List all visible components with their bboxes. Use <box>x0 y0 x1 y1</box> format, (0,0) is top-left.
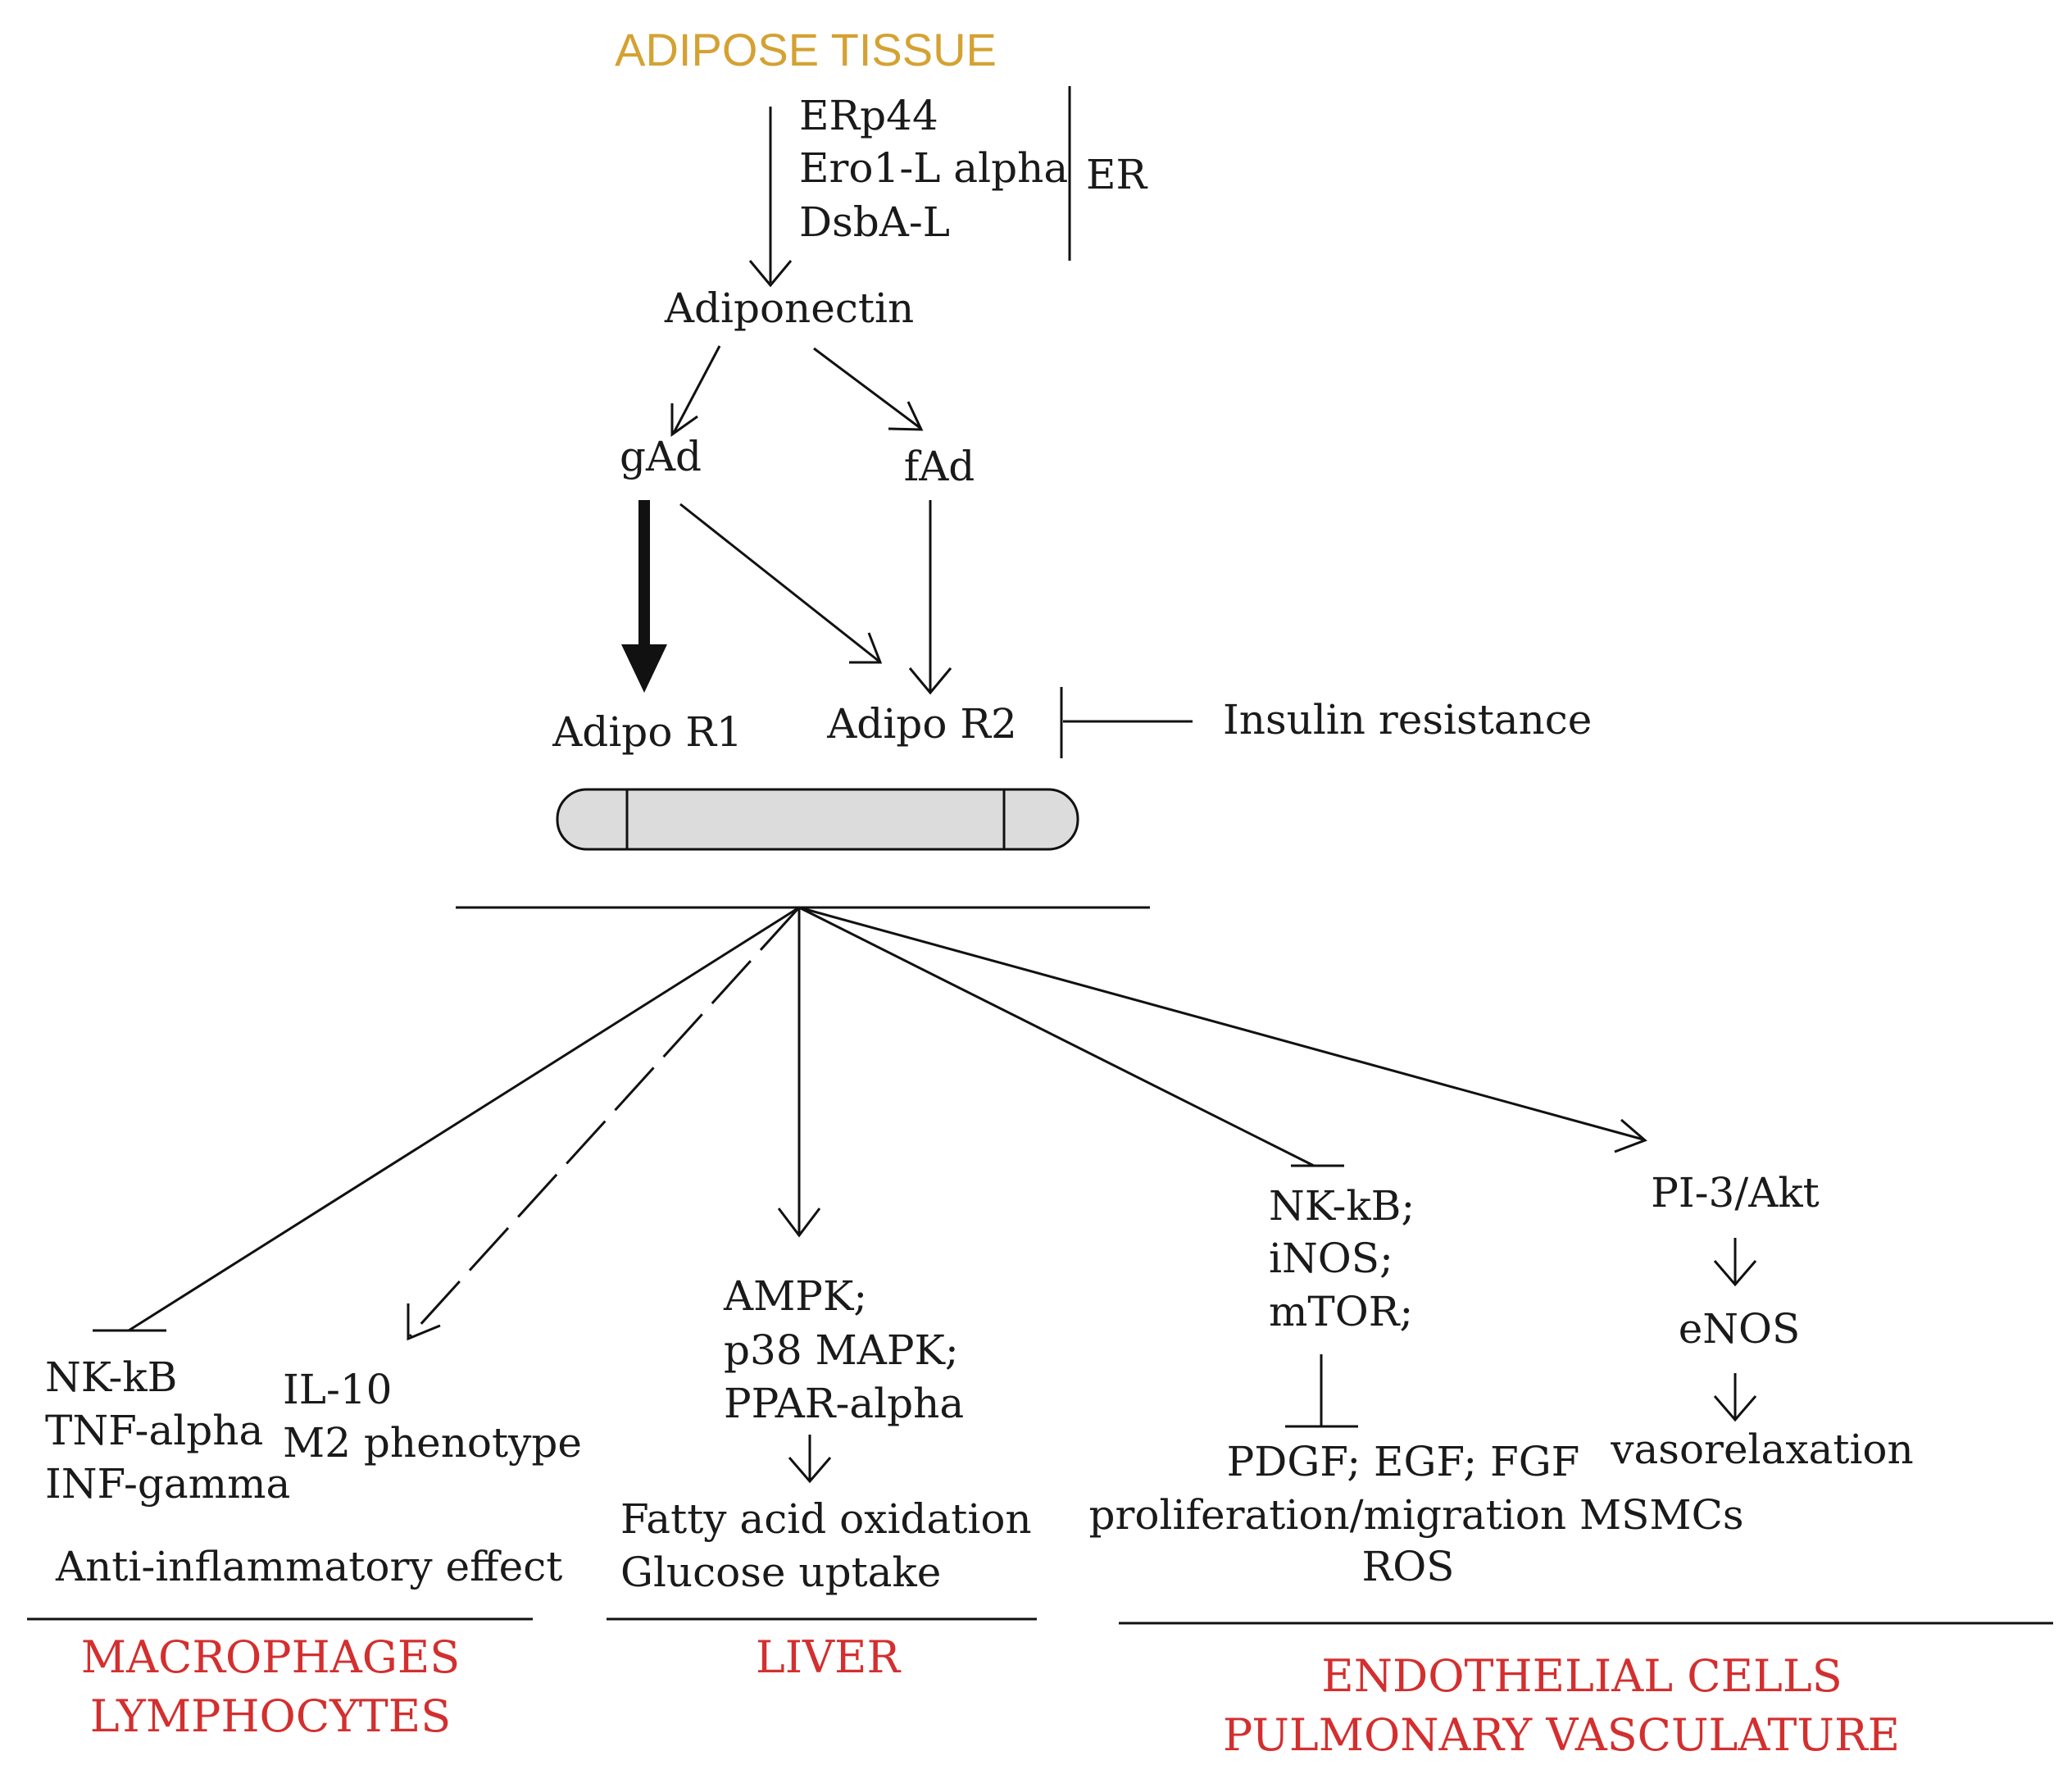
adipor2-node: Adipo R2 <box>826 700 1017 748</box>
endothelial-heading-2: PULMONARY VASCULATURE <box>1223 1709 1900 1761</box>
macrophage-promoted-m2: M2 phenotype <box>283 1419 582 1467</box>
liver-outcome-fatty-acid: Fatty acid oxidation <box>620 1495 1032 1543</box>
macrophage-promoted-il10: IL-10 <box>283 1366 392 1413</box>
arrowhead-gad-adipor2 <box>849 632 883 664</box>
macrophage-inhibited-tnf: TNF-alpha <box>45 1407 263 1454</box>
arrowhead-adipor1-thick <box>621 644 667 693</box>
arrowhead-gad <box>670 403 698 437</box>
vasorelaxation-node: vasorelaxation <box>1610 1426 1914 1473</box>
endothelial-pdgf: PDGF; EGF; FGF <box>1227 1438 1580 1485</box>
arrowhead-fad-adipor2 <box>908 667 952 695</box>
arrowhead-pi3akt <box>1614 1118 1647 1153</box>
liver-pathway-ampk: AMPK; <box>723 1272 867 1320</box>
adipor1-node: Adipo R1 <box>552 708 743 756</box>
membrane-receptor-capsule <box>556 788 1079 851</box>
arrow-pi3akt <box>798 906 1644 1141</box>
endothelial-proliferation: proliferation/migration MSMCs <box>1089 1491 1744 1539</box>
arrow-adiponectin-to-fad <box>813 347 922 430</box>
endothelial-inhibited-mtor: mTOR; <box>1269 1288 1413 1335</box>
arrowhead-adiponectin <box>748 260 793 288</box>
er-item-erp44: ERp44 <box>799 92 938 139</box>
macrophage-heading-1: MACROPHAGES <box>81 1631 461 1683</box>
arrowhead-il10 <box>407 1303 441 1341</box>
macrophage-inhibited-nfkb: NK-kB <box>45 1353 177 1401</box>
insulin-resistance-node: Insulin resistance <box>1223 696 1592 744</box>
arrowhead-vaso <box>1713 1395 1757 1422</box>
pi3akt-node: PI-3/Akt <box>1651 1169 1819 1217</box>
endothelial-heading-1: ENDOTHELIAL CELLS <box>1321 1650 1842 1702</box>
anti-inflammatory-effect: Anti-inflammatory effect <box>55 1543 562 1590</box>
liver-pathway-ppar: PPAR-alpha <box>724 1380 964 1427</box>
endothelial-inhibited-nfkb: NK-kB; <box>1269 1182 1415 1230</box>
er-item-dsba: DsbA-L <box>799 198 950 246</box>
arrowhead-liver-outcome <box>788 1457 832 1484</box>
adiponectin-node: Adiponectin <box>664 284 914 332</box>
liver-outcome-glucose: Glucose uptake <box>620 1549 941 1596</box>
gad-node: gAd <box>620 433 702 480</box>
inhibit-line-endothelial <box>798 906 1315 1167</box>
inhibit-line-macrophage <box>128 906 800 1332</box>
endothelial-ros: ROS <box>1362 1543 1455 1590</box>
enos-node: eNOS <box>1679 1305 1801 1353</box>
adipose-tissue-title: ADIPOSE TISSUE <box>615 24 997 75</box>
liver-heading: LIVER <box>756 1631 902 1683</box>
macrophage-heading-2: LYMPHOCYTES <box>90 1690 451 1742</box>
liver-pathway-p38: p38 MAPK; <box>724 1326 959 1374</box>
arrowhead-fad <box>888 401 924 431</box>
arrow-gad-to-adipor2 <box>679 503 880 663</box>
er-label: ER <box>1086 151 1147 198</box>
endothelial-inhibited-inos: iNOS; <box>1269 1235 1393 1282</box>
arrowhead-liver <box>777 1208 821 1238</box>
arrowhead-enos <box>1713 1260 1757 1287</box>
fad-node: fAd <box>904 443 975 490</box>
macrophage-inhibited-inf: INF-gamma <box>45 1460 290 1508</box>
arrow-adiponectin-to-gad <box>672 345 721 434</box>
arrow-dashed-il10 <box>408 906 801 1338</box>
er-item-ero1: Ero1-L alpha <box>799 144 1068 192</box>
